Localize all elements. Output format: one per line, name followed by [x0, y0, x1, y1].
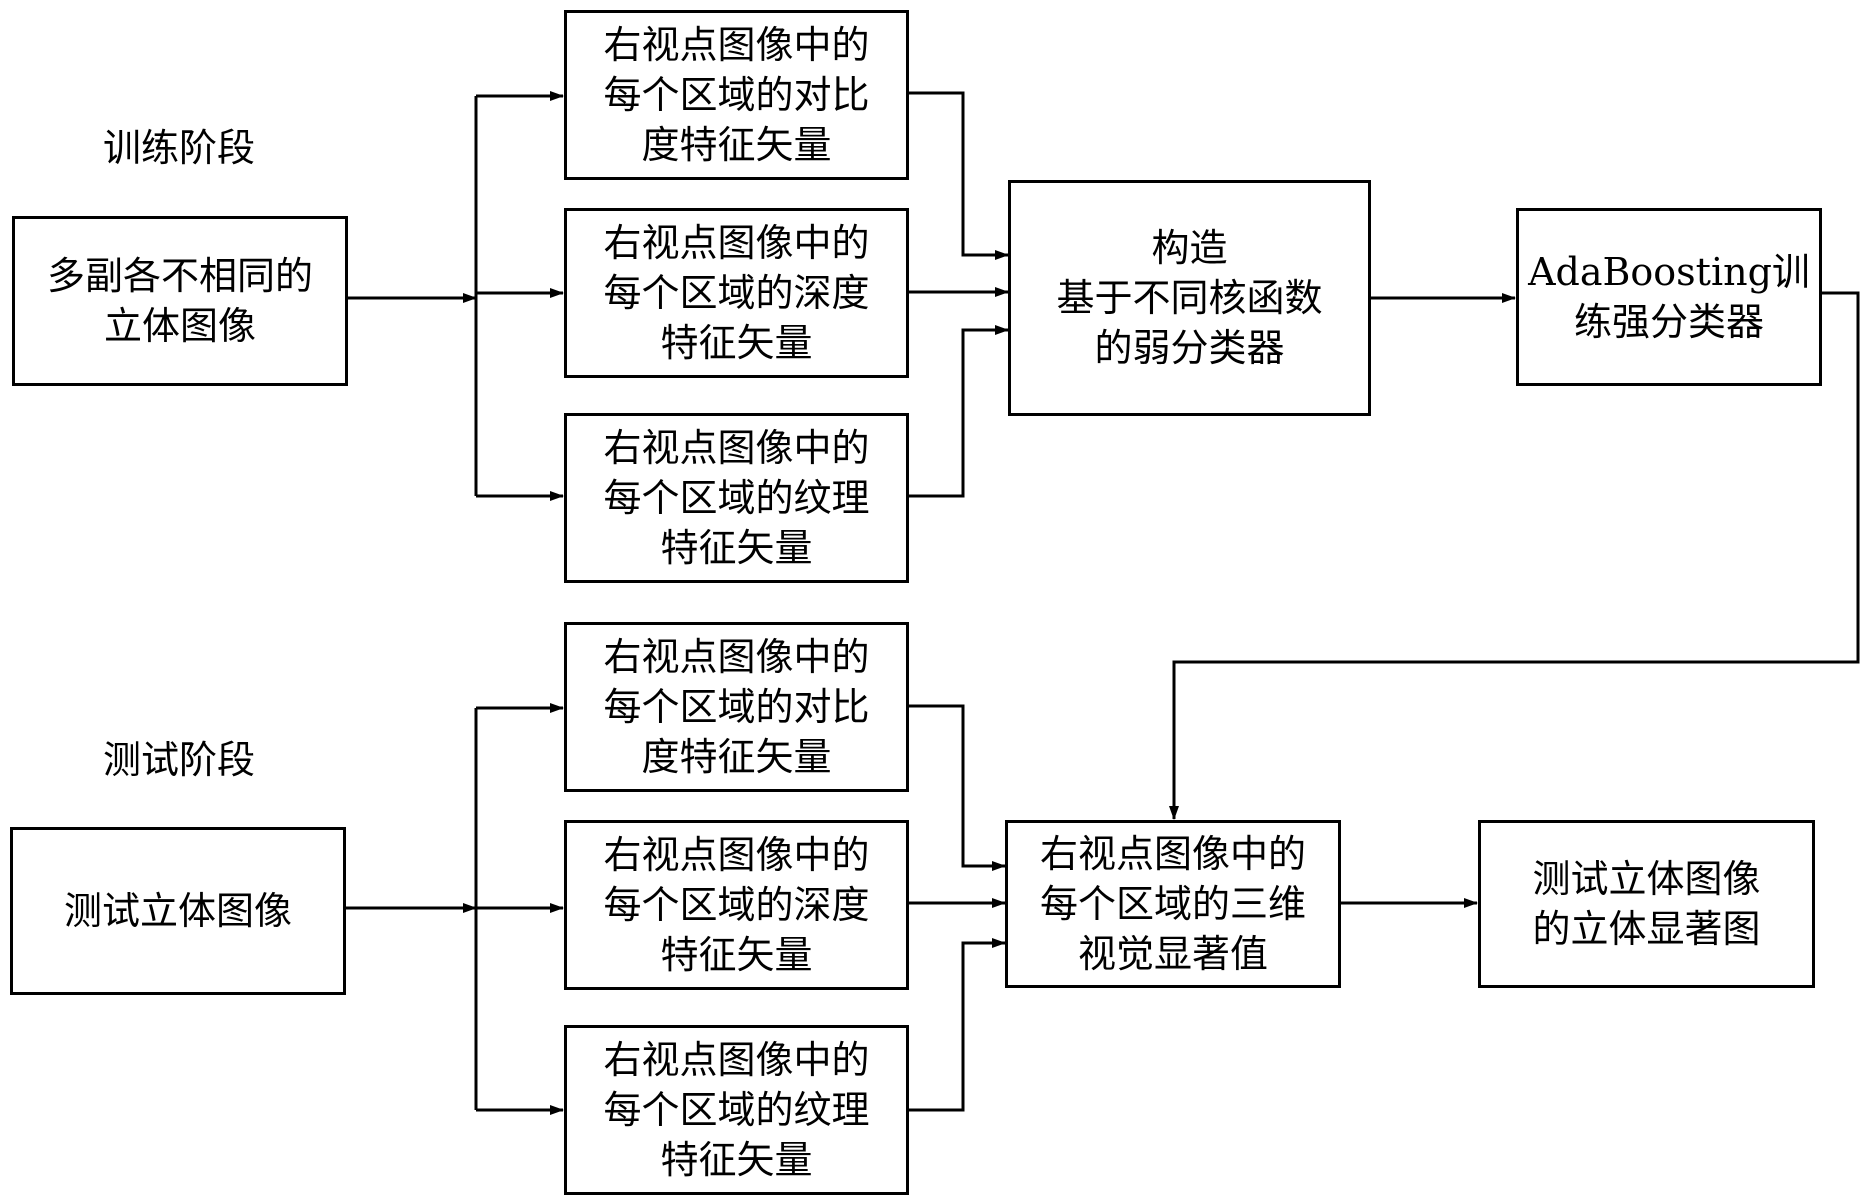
- testing-contrast-feature-text: 右视点图像中的 每个区域的对比 度特征矢量: [603, 632, 869, 782]
- training-input-box: 多副各不相同的 立体图像: [12, 216, 348, 386]
- saliency-value-text: 右视点图像中的 每个区域的三维 视觉显著值: [1040, 829, 1306, 979]
- training-depth-feature-text: 右视点图像中的 每个区域的深度 特征矢量: [603, 218, 869, 368]
- training-contrast-feature-box: 右视点图像中的 每个区域的对比 度特征矢量: [564, 10, 909, 180]
- training-texture-feature-box: 右视点图像中的 每个区域的纹理 特征矢量: [564, 413, 909, 583]
- testing-stage-label: 测试阶段: [103, 737, 255, 783]
- testing-input-text: 测试立体图像: [64, 886, 292, 936]
- adaboost-box: AdaBoosting训 练强分类器: [1516, 208, 1822, 386]
- testing-depth-feature-text: 右视点图像中的 每个区域的深度 特征矢量: [603, 830, 869, 980]
- testing-contrast-feature-box: 右视点图像中的 每个区域的对比 度特征矢量: [564, 622, 909, 792]
- train-contrast-to-construct: [909, 93, 1008, 255]
- training-contrast-feature-text: 右视点图像中的 每个区域的对比 度特征矢量: [603, 20, 869, 170]
- construct-classifier-box: 构造 基于不同核函数 的弱分类器: [1008, 180, 1371, 416]
- saliency-map-text: 测试立体图像 的立体显著图: [1532, 854, 1760, 954]
- saliency-map-box: 测试立体图像 的立体显著图: [1478, 820, 1815, 988]
- training-texture-feature-text: 右视点图像中的 每个区域的纹理 特征矢量: [603, 423, 869, 573]
- testing-texture-feature-text: 右视点图像中的 每个区域的纹理 特征矢量: [603, 1035, 869, 1185]
- testing-input-box: 测试立体图像: [10, 827, 346, 995]
- train-texture-to-construct: [909, 330, 1008, 496]
- construct-classifier-text: 构造 基于不同核函数 的弱分类器: [1056, 223, 1322, 373]
- training-stage-label: 训练阶段: [103, 125, 255, 171]
- adaboost-text: AdaBoosting训 练强分类器: [1528, 247, 1810, 347]
- testing-texture-feature-box: 右视点图像中的 每个区域的纹理 特征矢量: [564, 1025, 909, 1195]
- testing-depth-feature-box: 右视点图像中的 每个区域的深度 特征矢量: [564, 820, 909, 990]
- test-texture-to-saliency: [909, 943, 1005, 1110]
- training-input-text: 多副各不相同的 立体图像: [47, 251, 313, 351]
- test-contrast-to-saliency: [909, 706, 1005, 866]
- saliency-value-box: 右视点图像中的 每个区域的三维 视觉显著值: [1005, 820, 1341, 988]
- training-depth-feature-box: 右视点图像中的 每个区域的深度 特征矢量: [564, 208, 909, 378]
